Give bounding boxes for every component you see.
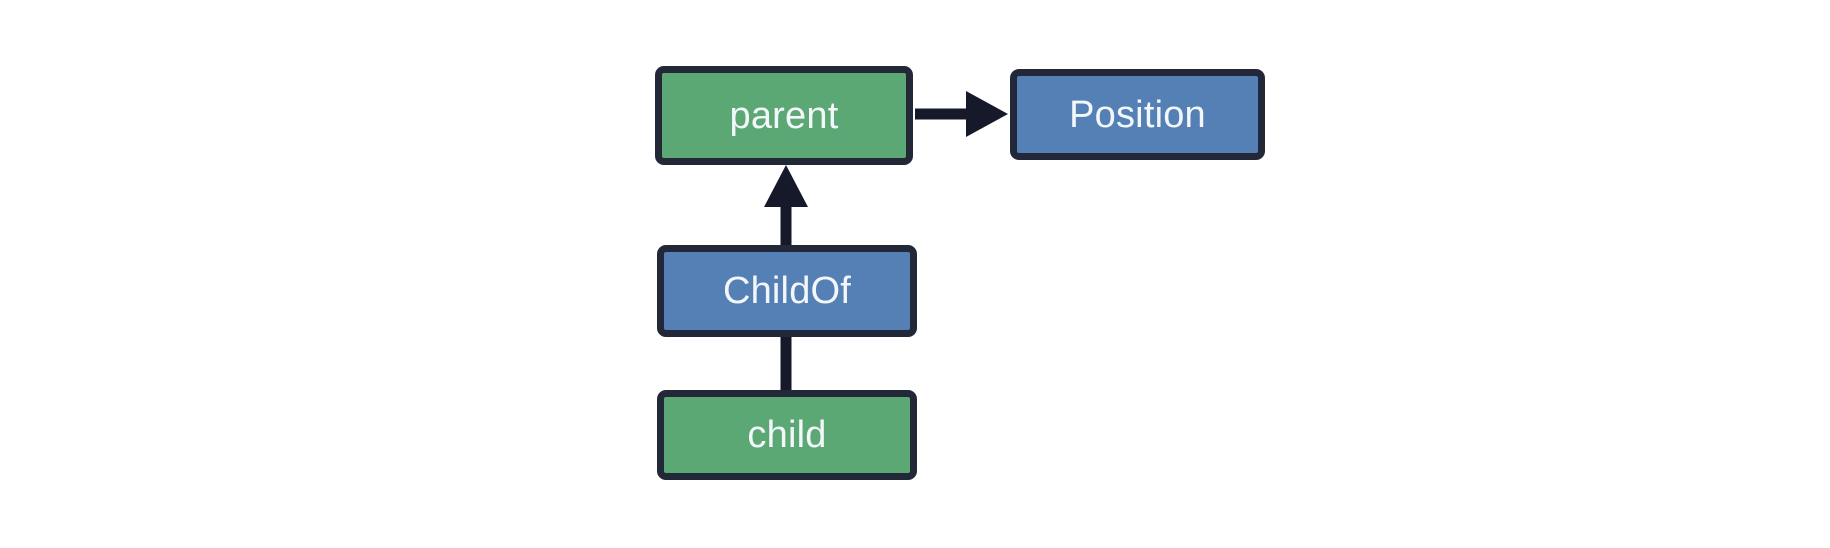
node-child[interactable]: child bbox=[657, 390, 917, 480]
edge-parent-to-position-arrowhead bbox=[966, 91, 1008, 137]
edge-parent-to-position bbox=[915, 91, 1008, 137]
edge-childof-to-parent bbox=[764, 165, 808, 245]
node-childof[interactable]: ChildOf bbox=[657, 245, 917, 337]
node-position[interactable]: Position bbox=[1010, 69, 1265, 160]
edge-childof-to-parent-arrowhead bbox=[764, 165, 808, 207]
node-childof-label: ChildOf bbox=[722, 270, 852, 312]
node-parent-label: parent bbox=[729, 94, 839, 137]
node-position-label: Position bbox=[1069, 93, 1206, 136]
node-child-label: child bbox=[747, 414, 827, 456]
node-parent[interactable]: parent bbox=[655, 66, 913, 165]
